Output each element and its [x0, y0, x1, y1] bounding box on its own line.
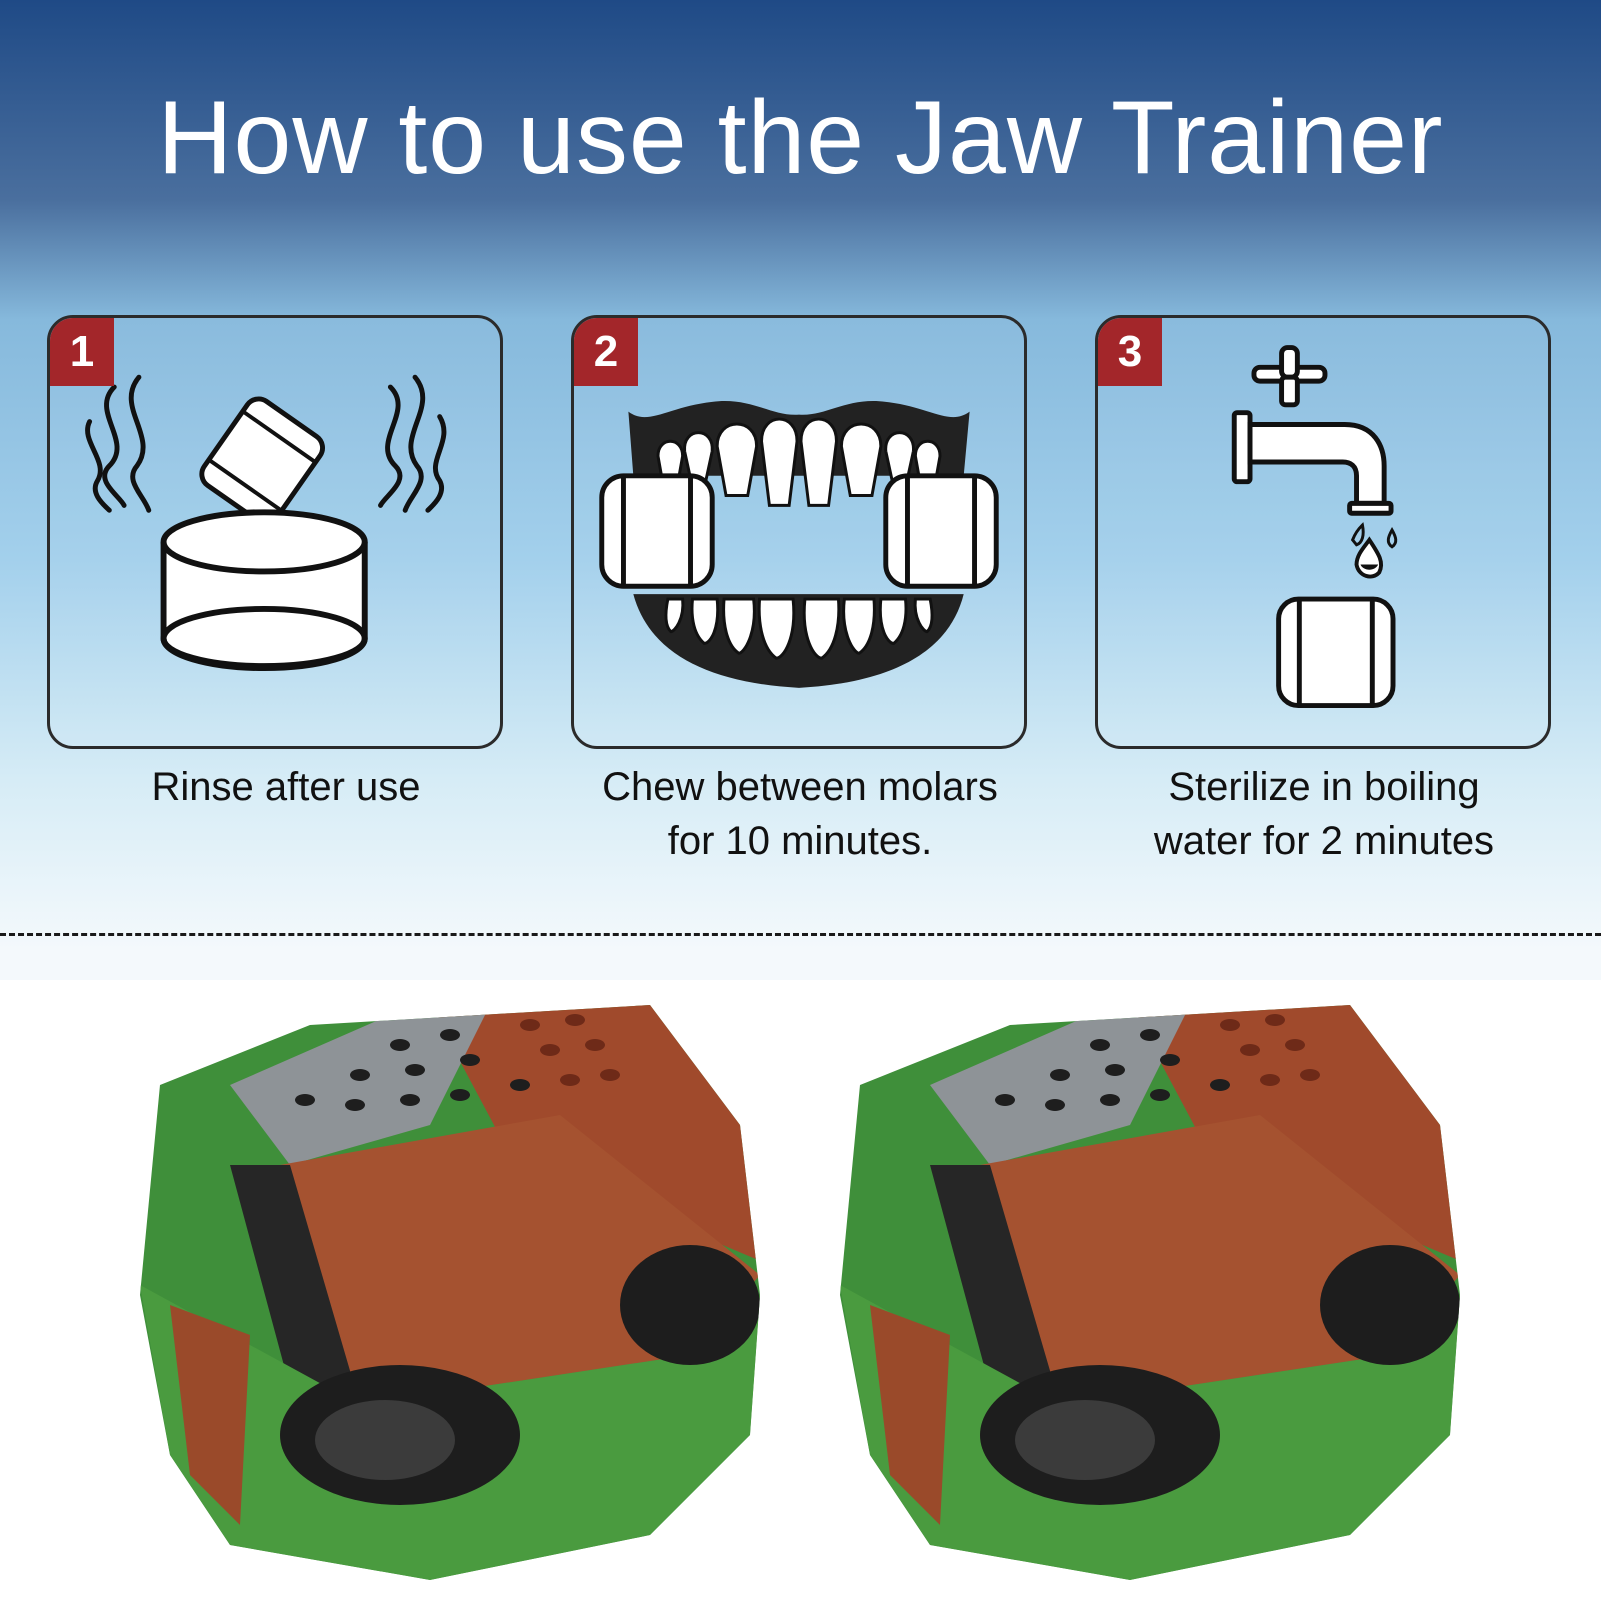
- jaw-trainer-product-right: [840, 1005, 1460, 1580]
- faucet-icon: [1231, 345, 1398, 709]
- section-divider: [0, 933, 1601, 936]
- rinse-icon: [85, 374, 447, 672]
- step-caption-2-line1: Chew between molars: [602, 765, 998, 809]
- step-card-2: 2: [571, 315, 1027, 749]
- step-badge-2: 2: [574, 318, 638, 386]
- step-caption-2: Chew between molars for 10 minutes.: [540, 760, 1060, 868]
- step-caption-1-line1: Rinse after use: [151, 765, 421, 809]
- step-caption-1: Rinse after use: [26, 760, 546, 814]
- step-badge-3: 3: [1098, 318, 1162, 386]
- teeth-icon: [599, 401, 999, 688]
- step-caption-3-line2: water for 2 minutes: [1153, 819, 1495, 863]
- step-caption-3: Sterilize in boiling water for 2 minutes: [1064, 760, 1584, 868]
- step-badge-1: 1: [50, 318, 114, 386]
- step-caption-2-line2: for 10 minutes.: [667, 819, 933, 863]
- step-caption-3-line1: Sterilize in boiling: [1168, 765, 1480, 809]
- page-title: How to use the Jaw Trainer: [157, 80, 1444, 196]
- step-card-3: 3: [1095, 315, 1551, 749]
- jaw-trainer-product-left: [140, 1005, 760, 1580]
- step-card-1: 1: [47, 315, 503, 749]
